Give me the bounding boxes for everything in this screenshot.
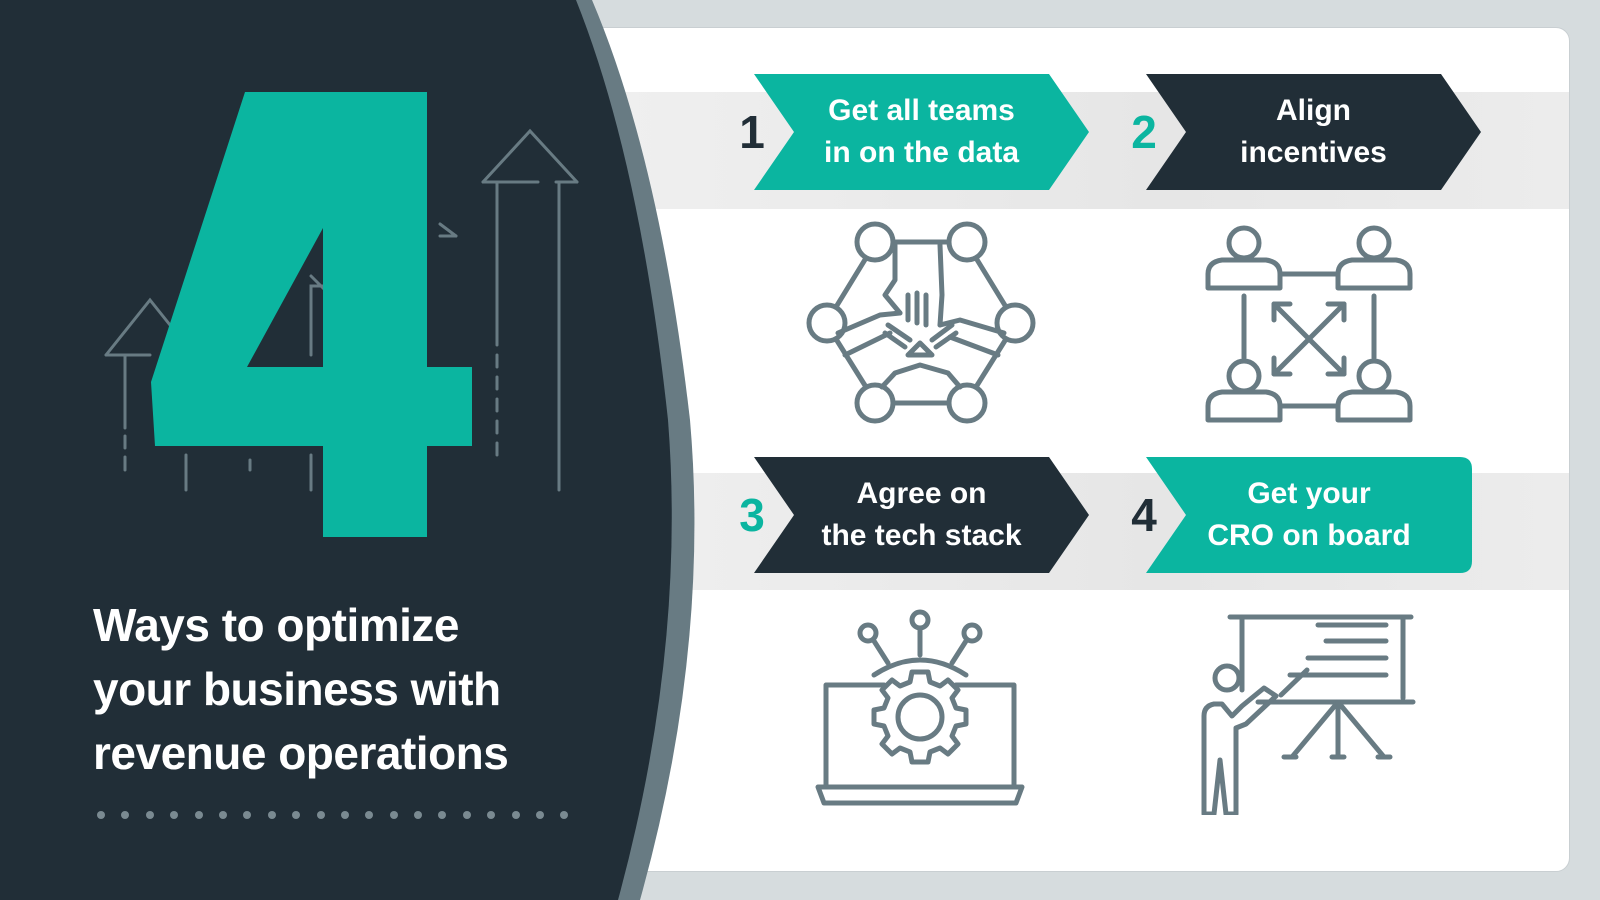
hero-title: Ways to optimize your business with reve… xyxy=(93,599,509,779)
rising-arrows-icon xyxy=(104,128,579,492)
big-number-four xyxy=(151,92,472,537)
step-number: 2 xyxy=(1131,106,1157,158)
presenter-whiteboard-icon xyxy=(1201,614,1416,815)
step-4: 4 Get your CRO on board xyxy=(1120,457,1472,573)
step-chevron: Get your CRO on board xyxy=(1146,457,1472,573)
step-number: 1 xyxy=(739,106,765,158)
step-chevron: Get all teams in on the data xyxy=(754,74,1089,190)
laptop-gear-icon xyxy=(815,609,1025,806)
step-3: 3 Agree on the tech stack xyxy=(728,457,1089,573)
step-2: 2 Align incentives xyxy=(1120,74,1481,190)
people-network-arrows-icon xyxy=(1205,225,1413,423)
step-label: Get your CRO on board xyxy=(1207,477,1411,552)
step-label: Agree on the tech stack xyxy=(821,477,1022,552)
step-1: 1 Get all teams in on the data xyxy=(728,74,1089,190)
team-hands-network-icon xyxy=(806,221,1036,424)
dot-divider xyxy=(97,811,569,819)
step-number: 4 xyxy=(1131,489,1157,541)
step-label: Get all teams in on the data xyxy=(824,94,1019,169)
step-chevron: Align incentives xyxy=(1146,74,1481,190)
step-chevron: Agree on the tech stack xyxy=(754,457,1089,573)
step-number: 3 xyxy=(739,489,765,541)
step-label: Align incentives xyxy=(1240,94,1387,169)
